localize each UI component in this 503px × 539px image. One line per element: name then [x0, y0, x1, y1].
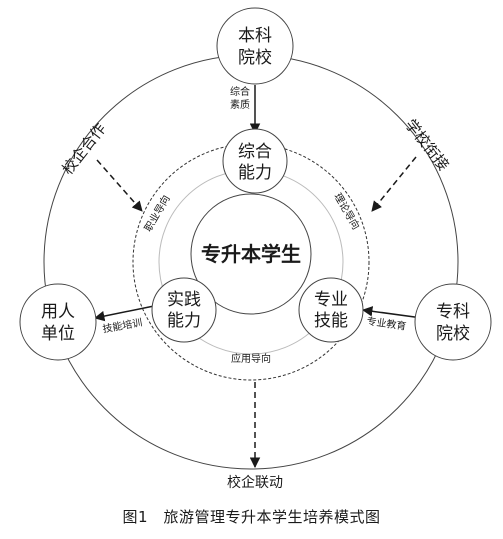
label-skill-training: 技能培训	[102, 316, 144, 336]
svg-text:院校: 院校	[436, 324, 470, 344]
svg-text:能力: 能力	[167, 311, 201, 331]
label-professional-edu: 专业教育	[366, 314, 407, 332]
arrow-school-enterprise	[96, 159, 143, 212]
figure-caption: 图1 旅游管理专升本学生培养模式图	[122, 508, 381, 526]
label-quality-2: 素质	[230, 98, 250, 111]
label-theory: 理论导向	[331, 191, 362, 232]
svg-text:能力: 能力	[238, 163, 272, 183]
label-application: 应用导向	[231, 352, 271, 365]
node-employer: 用人 单位	[19, 283, 97, 361]
svg-text:专业: 专业	[314, 290, 348, 310]
arrow-school-link	[371, 156, 417, 212]
svg-text:单位: 单位	[41, 324, 75, 344]
svg-text:院校: 院校	[238, 48, 272, 68]
svg-text:用人: 用人	[41, 302, 75, 322]
node-comprehensive: 综合 能力	[222, 128, 288, 194]
node-practice: 实践 能力	[151, 277, 217, 343]
arrow-vocational-to-professional	[361, 306, 423, 319]
node-undergrad: 本科 院校	[216, 7, 294, 85]
label-career: 职业导向	[141, 193, 172, 234]
node-center: 专升本学生	[190, 193, 312, 315]
label-quality-1: 综合	[230, 85, 250, 98]
svg-text:技能: 技能	[314, 311, 348, 331]
svg-text:专科: 专科	[436, 302, 470, 322]
node-vocational: 专科 院校	[414, 283, 492, 361]
arrow-practice-to-employer	[93, 305, 155, 322]
svg-text:综合: 综合	[238, 142, 272, 162]
node-professional: 专业 技能	[298, 277, 364, 343]
svg-text:专升本学生: 专升本学生	[201, 242, 301, 266]
svg-text:实践: 实践	[167, 290, 201, 310]
label-linkage: 校企联动	[227, 474, 283, 491]
svg-text:本科: 本科	[238, 26, 272, 46]
ring-label-school-enterprise: 校企合作	[58, 120, 109, 178]
